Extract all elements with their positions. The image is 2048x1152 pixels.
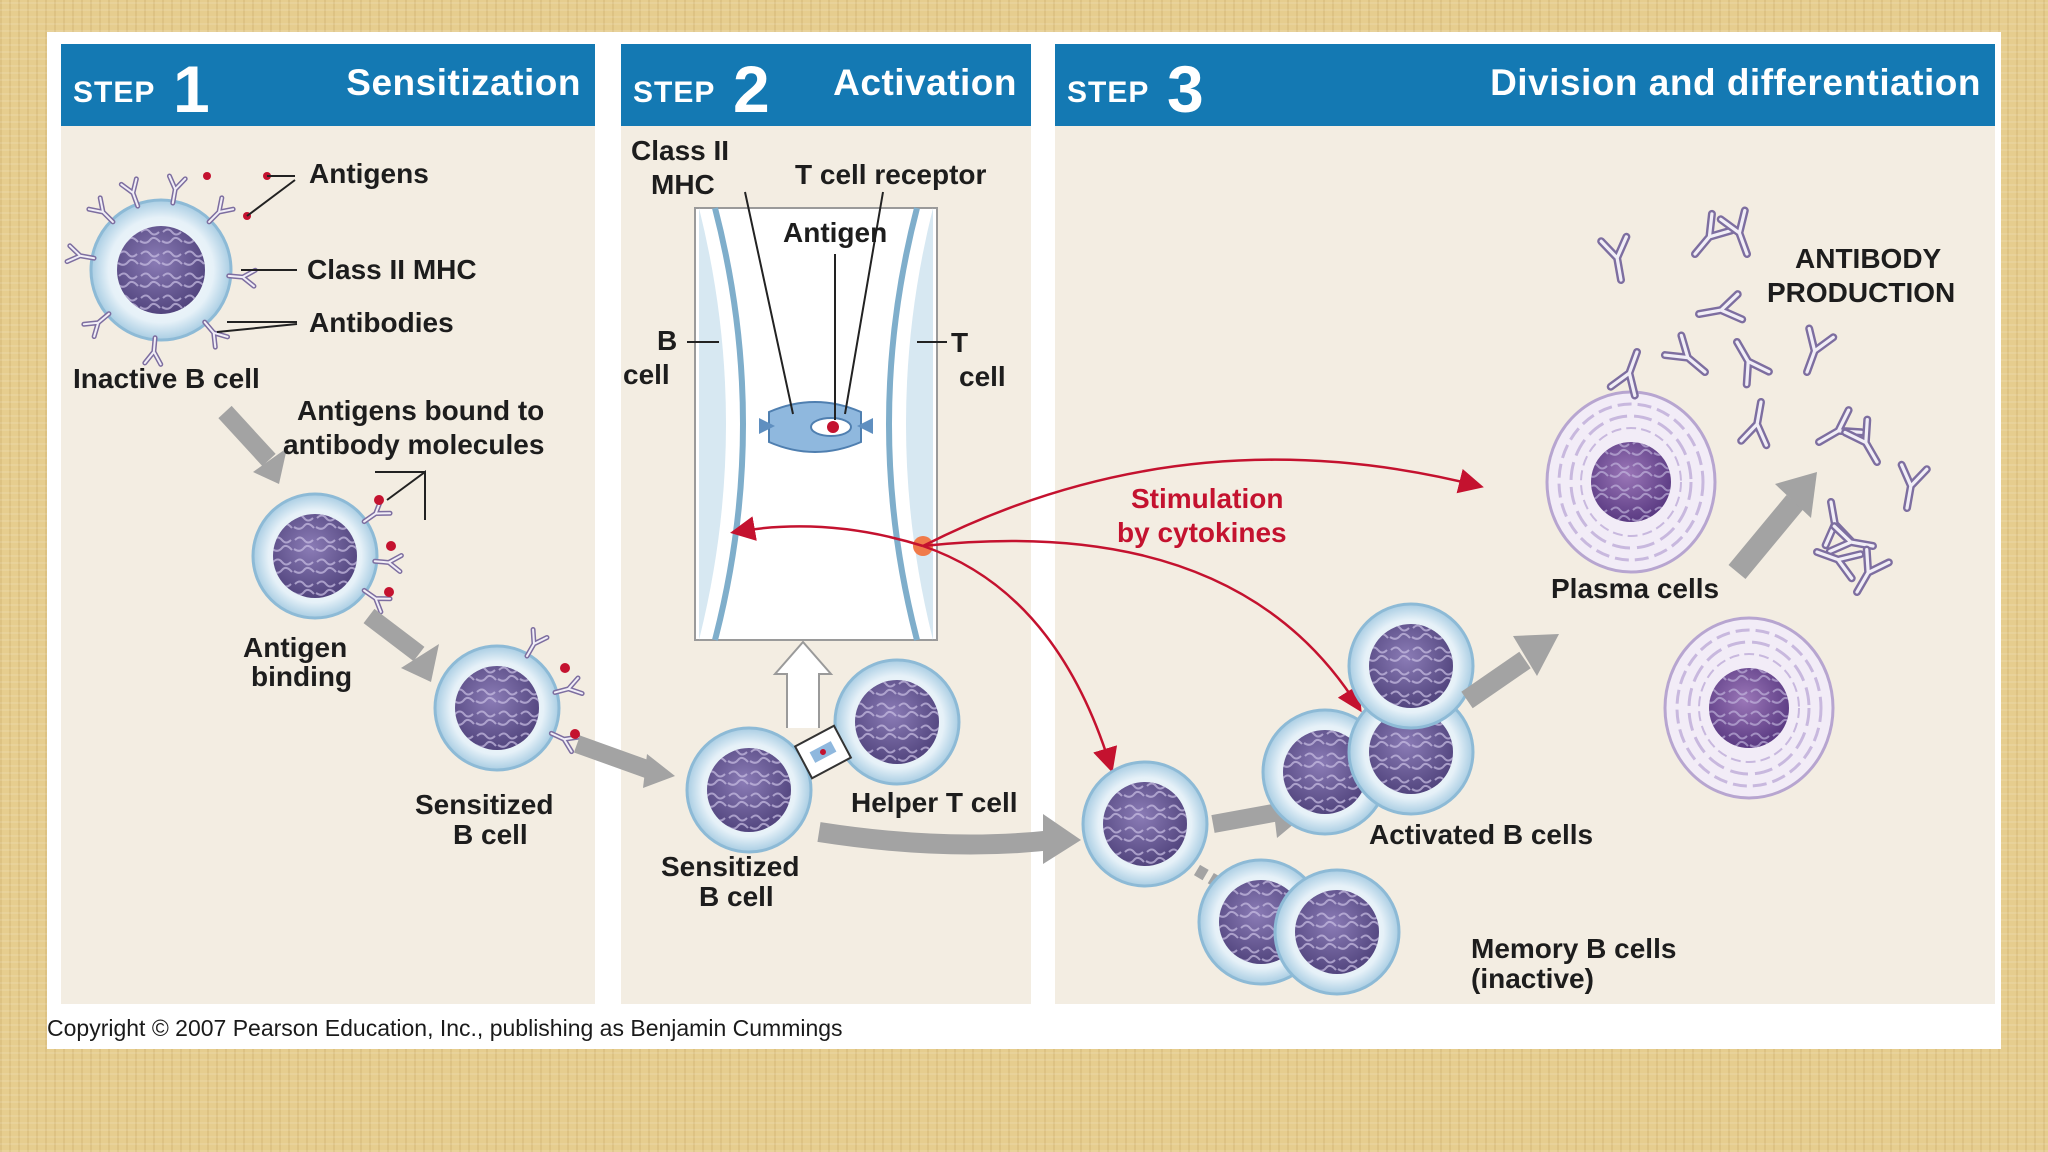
step-1-label: STEP bbox=[73, 76, 156, 109]
diagram-artwork: Antigens Class II MHC Antibodies Inactiv… bbox=[47, 135, 1955, 996]
arrow-to-antibodies bbox=[1728, 494, 1804, 580]
label-ab-prod-a: ANTIBODY bbox=[1795, 243, 1942, 274]
label-activated: Activated B cells bbox=[1369, 819, 1593, 850]
label-antibodies: Antibodies bbox=[309, 307, 454, 338]
label-sensitized-1a: Sensitized bbox=[415, 789, 553, 820]
arrowhead-step2 bbox=[1043, 814, 1081, 864]
step-3-label: STEP bbox=[1067, 76, 1150, 109]
sensitized-b-cell-2 bbox=[685, 726, 813, 854]
activated-b-cells bbox=[1261, 602, 1475, 836]
arrow-to-plasma bbox=[1461, 651, 1531, 709]
label-stim-a: Stimulation bbox=[1131, 483, 1283, 514]
step-2-number: 2 bbox=[733, 52, 770, 126]
memory-b-cells bbox=[1197, 858, 1401, 996]
arrowhead-step1-b bbox=[401, 644, 439, 682]
antigen-binding-cell bbox=[251, 492, 401, 620]
plasma-cell-2 bbox=[1663, 616, 1835, 800]
label-memory-a: Memory B cells bbox=[1471, 933, 1676, 964]
label-antigen: Antigen bbox=[783, 217, 887, 248]
antigen-dot bbox=[203, 172, 211, 180]
arrowhead-step1-c bbox=[643, 754, 675, 788]
contact-inset bbox=[793, 724, 853, 780]
helper-t-cell bbox=[833, 658, 961, 786]
arrow-to-activated bbox=[1211, 803, 1281, 833]
leader-lines-bound bbox=[375, 470, 426, 520]
cytokine-arrow-activated bbox=[922, 539, 1362, 713]
cytokine-arrow-cell bbox=[922, 544, 1118, 773]
label-stim-b: by cytokines bbox=[1117, 517, 1287, 548]
label-bound-2: antibody molecules bbox=[283, 429, 544, 460]
step-1-title: Sensitization bbox=[346, 62, 581, 103]
label-tcell-a: T bbox=[951, 327, 968, 358]
label-helper-t: Helper T cell bbox=[851, 787, 1018, 818]
inactive-b-cell bbox=[67, 176, 255, 364]
label-bcell-a: B bbox=[657, 325, 677, 356]
step-1-number: 1 bbox=[173, 52, 210, 126]
plasma-cell-1 bbox=[1545, 390, 1717, 574]
step-3-number: 3 bbox=[1167, 52, 1204, 126]
copyright: Copyright © 2007 Pearson Education, Inc.… bbox=[47, 1015, 843, 1041]
step-2-header: STEP 2 Activation bbox=[621, 44, 1031, 126]
cytokine-arrow-b bbox=[730, 516, 924, 548]
label-bcell-b: cell bbox=[623, 359, 670, 390]
label-memory-b: (inactive) bbox=[1471, 963, 1594, 994]
step-1-header: STEP 1 Sensitization bbox=[61, 44, 595, 126]
label-bound-1: Antigens bound to bbox=[297, 395, 544, 426]
label-inactive-b-cell: Inactive B cell bbox=[73, 363, 260, 394]
step-3-header: STEP 3 Division and differentiation bbox=[1055, 44, 1995, 126]
label-antigen-binding-2: binding bbox=[251, 661, 352, 692]
label-plasma: Plasma cells bbox=[1551, 573, 1719, 604]
zoom-arrow bbox=[772, 640, 834, 728]
label-tcell-b: cell bbox=[959, 361, 1006, 392]
leader-lines-step1 bbox=[216, 175, 298, 333]
arrow-step1-a bbox=[218, 405, 276, 467]
sensitized-b-cell-1 bbox=[433, 630, 582, 772]
label-class2-mhc: Class II MHC bbox=[307, 254, 477, 285]
arrowhead-to-plasma bbox=[1513, 634, 1559, 676]
dividing-b-cell bbox=[1081, 760, 1209, 888]
arrow-step1-c bbox=[573, 735, 659, 781]
arrowhead-to-antibodies bbox=[1775, 472, 1817, 518]
label-sensitized-2a: Sensitized bbox=[661, 851, 799, 882]
leader-lines-step2 bbox=[687, 191, 947, 420]
label-mhc-a: Class II bbox=[631, 135, 729, 166]
step-3-title: Division and differentiation bbox=[1490, 62, 1981, 103]
figure: STEP 1 Sensitization STEP 2 Activation S… bbox=[47, 32, 2001, 1049]
label-tcr: T cell receptor bbox=[795, 159, 987, 190]
label-antigen-binding-1: Antigen bbox=[243, 632, 347, 663]
step-2-title: Activation bbox=[833, 62, 1017, 103]
step-2-label: STEP bbox=[633, 76, 716, 109]
label-ab-prod-b: PRODUCTION bbox=[1767, 277, 1955, 308]
arrow-step2 bbox=[817, 822, 1055, 855]
cytokine-arrow-plasma bbox=[922, 458, 1484, 548]
label-sensitized-1b: B cell bbox=[453, 819, 528, 850]
label-mhc-b: MHC bbox=[651, 169, 715, 200]
arrow-step1-b bbox=[363, 608, 425, 662]
label-antigens: Antigens bbox=[309, 158, 429, 189]
arrowhead-step1-a bbox=[253, 448, 287, 484]
synapse-inset bbox=[694, 207, 938, 641]
label-sensitized-2b: B cell bbox=[699, 881, 774, 912]
